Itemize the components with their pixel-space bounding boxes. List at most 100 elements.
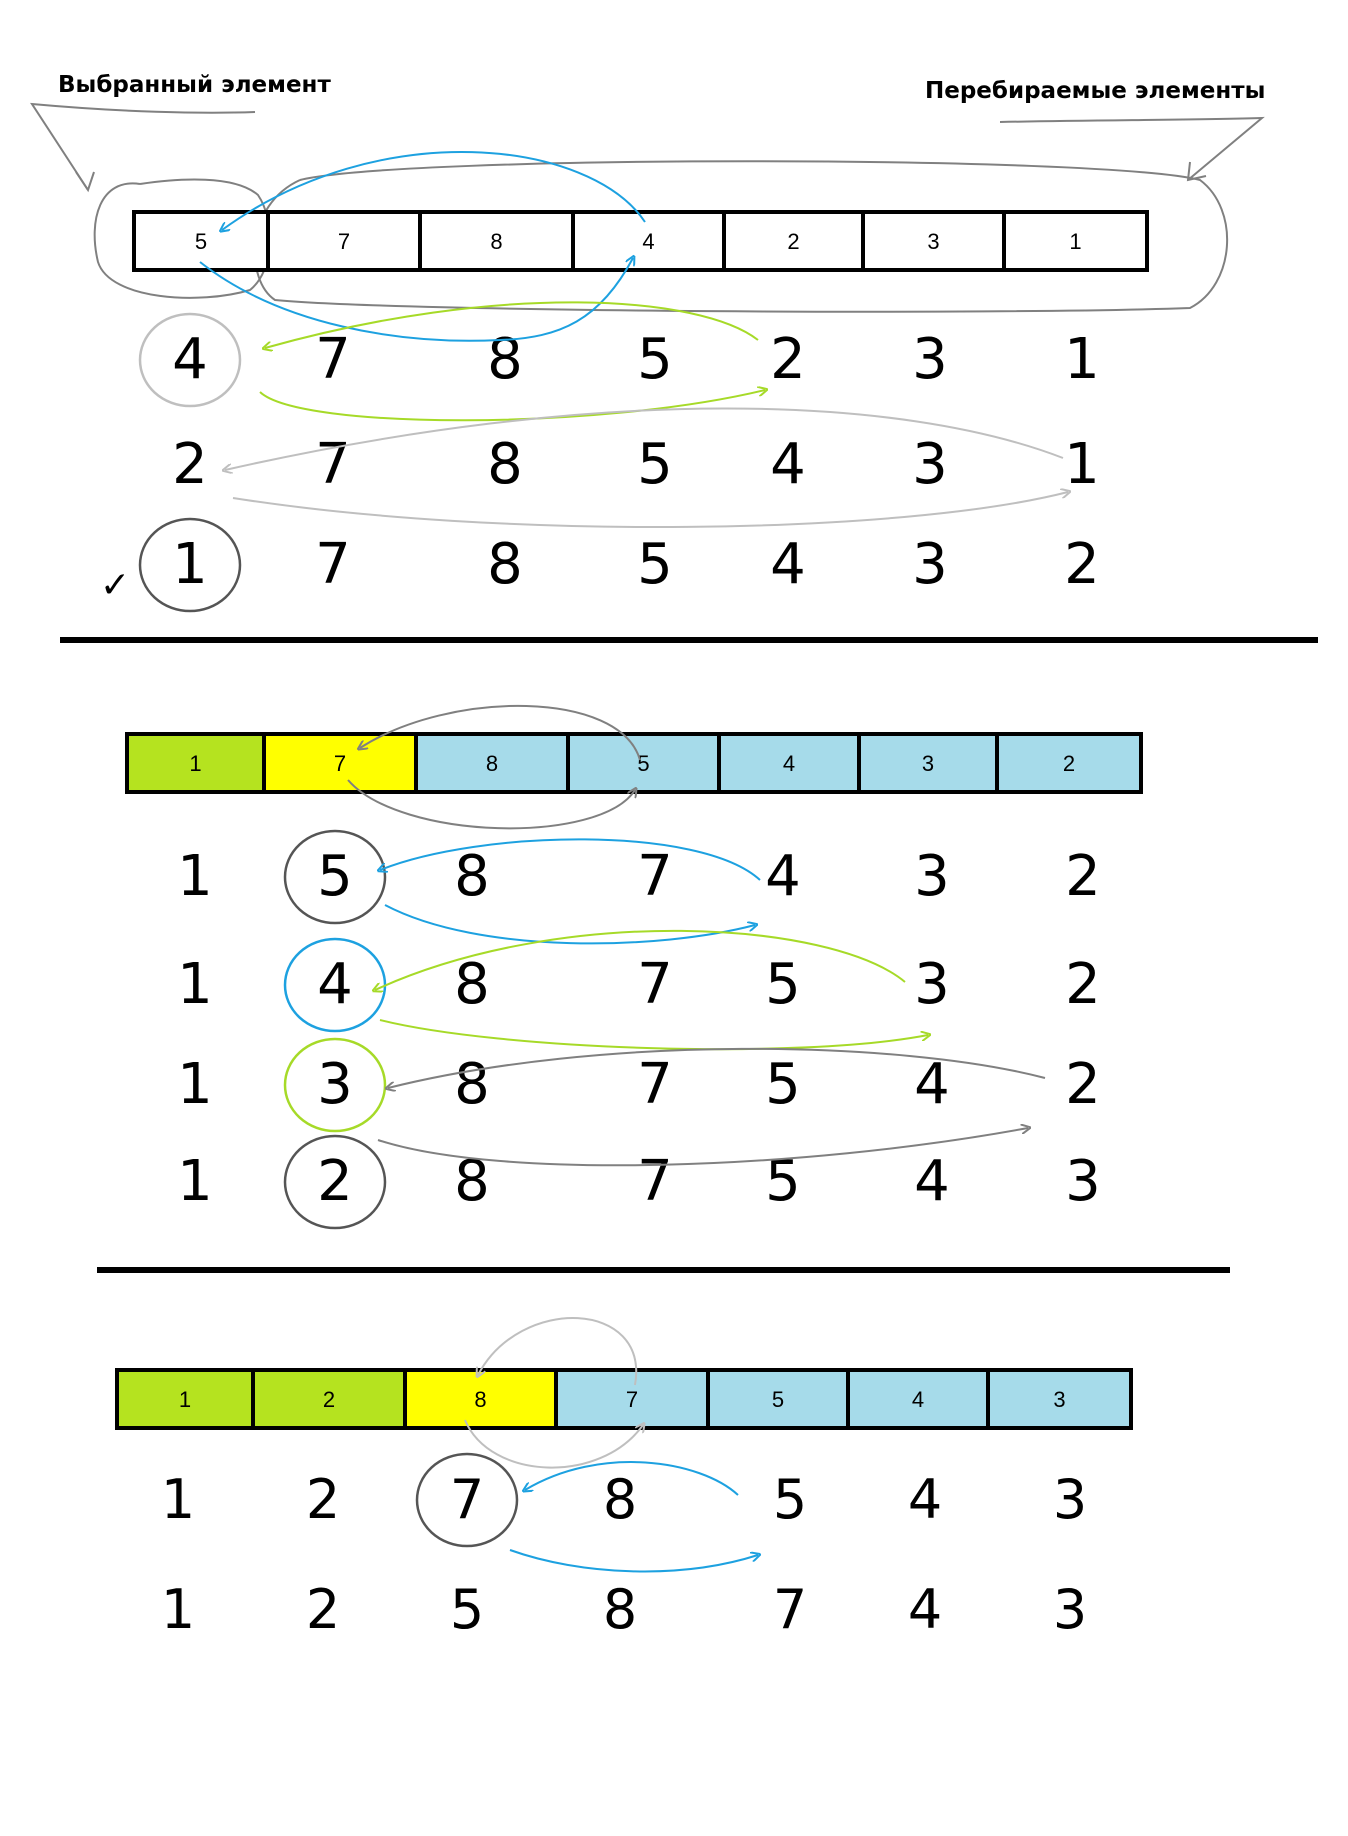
gray-arrow-1-to-2 — [225, 407, 1064, 470]
row-value: 4 — [914, 1052, 950, 1117]
row-value: 7 — [315, 327, 351, 392]
array-cell — [115, 1368, 255, 1430]
selected-value-circle — [283, 1134, 387, 1230]
array-cell-value: 3 — [1053, 1387, 1065, 1412]
row-value: 1 — [177, 1149, 213, 1214]
array-cell-value: 7 — [334, 751, 346, 776]
selected-value-circle — [138, 517, 242, 613]
handwritten-rows: 4 7 8 5 2 3 1 2 7 8 5 4 3 1 1 7 8 5 4 3 2 1 5 8 7 4 3 2 1 4 8 7 5 3 2 1 3 8 7 5… — [138, 312, 1101, 1641]
blue-arrow-5-to-4 — [199, 258, 633, 342]
row-value: 1 — [177, 1052, 213, 1117]
row-value: 5 — [773, 1468, 807, 1531]
row-value: 1 — [161, 1468, 195, 1531]
row-value: 8 — [454, 952, 490, 1017]
array-cell-value: 1 — [189, 751, 201, 776]
gray-arrow-2-to-1 — [232, 492, 1068, 529]
row-value: 7 — [637, 1052, 673, 1117]
array-cell-value: 2 — [787, 229, 799, 254]
array-cell — [266, 210, 422, 272]
row-value: 4 — [765, 844, 801, 909]
section3-swap-arrows — [464, 1317, 758, 1573]
row-value: 7 — [450, 1468, 484, 1531]
row-value: 5 — [765, 952, 801, 1017]
array-cell-value: 1 — [1069, 229, 1081, 254]
row-value: 8 — [603, 1578, 637, 1641]
row-value: 8 — [454, 1052, 490, 1117]
row-value: 3 — [912, 432, 948, 497]
row-value: 5 — [317, 844, 353, 909]
row-value: 3 — [1053, 1578, 1087, 1641]
row-value: 8 — [487, 432, 523, 497]
row-value: 8 — [487, 532, 523, 597]
row-value: 1 — [177, 952, 213, 1017]
array-cell-value: 5 — [637, 751, 649, 776]
array-cell — [566, 732, 721, 794]
iterated-elements-label: Перебираемые элементы — [925, 78, 1265, 104]
row-value: 4 — [908, 1578, 942, 1641]
row-value: 3 — [914, 844, 950, 909]
row-value: 1 — [161, 1578, 195, 1641]
row-value: 7 — [637, 844, 673, 909]
section1-swap-arrows — [199, 150, 1068, 529]
row-value: 8 — [603, 1468, 637, 1531]
array-cell-value: 3 — [927, 229, 939, 254]
row-value: 2 — [306, 1468, 340, 1531]
row-value: 7 — [773, 1578, 807, 1641]
array-cell-value: 7 — [338, 229, 350, 254]
selected-value-circle — [138, 312, 242, 408]
row-value: 3 — [912, 532, 948, 597]
array-cell-value: 5 — [772, 1387, 784, 1412]
label-pointers — [30, 102, 1265, 193]
row-value: 2 — [1065, 1052, 1101, 1117]
array-cell — [132, 210, 270, 272]
iterated-label-arrowhead — [1186, 161, 1207, 182]
array-cell-value: 4 — [912, 1387, 924, 1412]
blue-arrow-5-to-4 — [384, 904, 755, 945]
row-value: 4 — [770, 432, 806, 497]
row-value: 5 — [637, 532, 673, 597]
row-value: 2 — [306, 1578, 340, 1641]
row-value: 4 — [172, 327, 208, 392]
selected-value-circle — [415, 1452, 519, 1548]
row-value: 7 — [637, 952, 673, 1017]
row-value: 7 — [315, 532, 351, 597]
row-value: 4 — [770, 532, 806, 597]
array-cell — [1002, 210, 1149, 272]
array-cell-value: 3 — [922, 751, 934, 776]
row-value: 1 — [1064, 432, 1100, 497]
gray-arrow-2-to-3 — [388, 1047, 1046, 1088]
row-value: 1 — [1064, 327, 1100, 392]
array-cell-value: 4 — [783, 751, 795, 776]
array-cell-value: 8 — [490, 229, 502, 254]
green-arrow-3-to-4 — [375, 929, 906, 990]
array-cell — [554, 1368, 710, 1430]
blue-arrow-4-to-5 — [380, 838, 761, 881]
array-cell — [571, 210, 726, 272]
row-value: 1 — [177, 844, 213, 909]
row-value: 4 — [317, 952, 353, 1017]
row-value: 2 — [172, 432, 208, 497]
row-value: 8 — [454, 844, 490, 909]
row-value: 4 — [908, 1468, 942, 1531]
row-value: 3 — [1065, 1149, 1101, 1214]
blue-arrow-4-to-5 — [222, 150, 646, 230]
selected-label-arrowhead — [75, 171, 95, 193]
row-value: 5 — [637, 432, 673, 497]
section2-swap-arrows — [347, 704, 1046, 1167]
row-value: 8 — [487, 327, 523, 392]
iterated-label-pointer — [999, 116, 1265, 181]
row-value: 5 — [637, 327, 673, 392]
array-cell — [995, 732, 1143, 794]
row-value: 5 — [765, 1052, 801, 1117]
selected-value-circle — [283, 829, 387, 925]
row-value: 3 — [1053, 1468, 1087, 1531]
green-arrow-4-to-3 — [379, 1019, 928, 1051]
row-value: 2 — [317, 1149, 353, 1214]
array-cell-value: 1 — [179, 1387, 191, 1412]
array-cell — [418, 210, 575, 272]
gray-arrow-7-to-5 — [347, 779, 635, 830]
blue-arrow-7-to-5 — [509, 1549, 758, 1573]
